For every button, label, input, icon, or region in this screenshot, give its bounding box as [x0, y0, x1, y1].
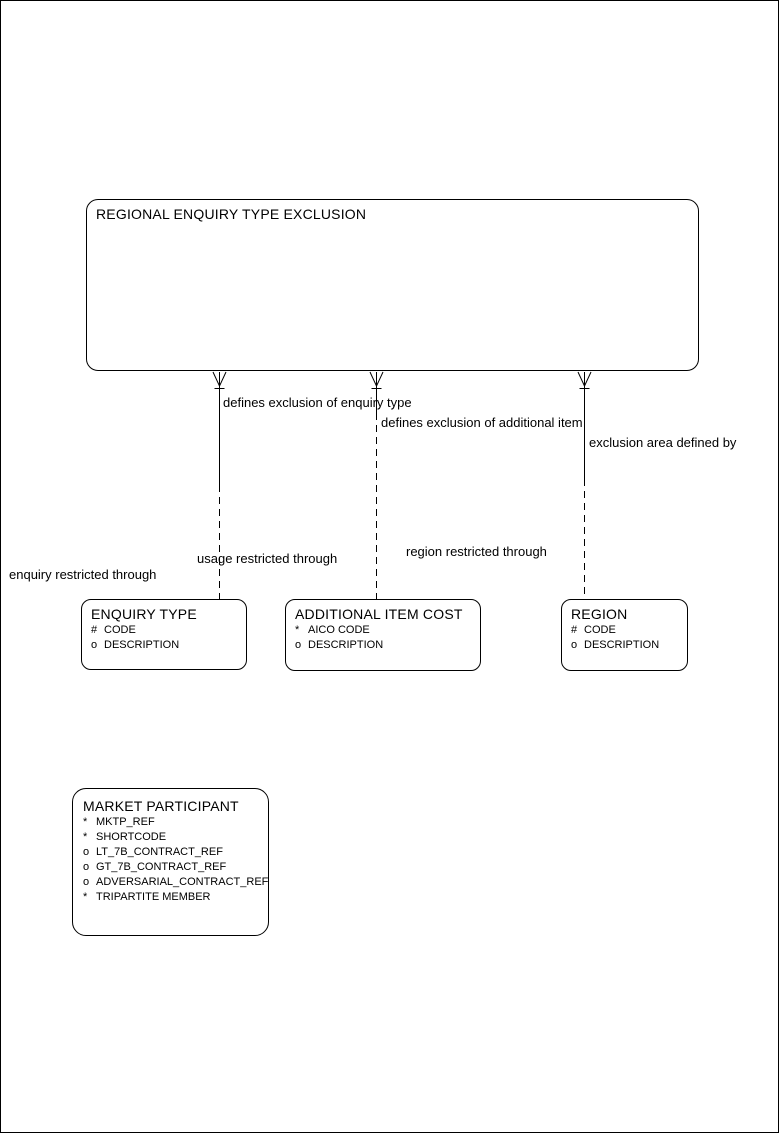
attribute-row: * SHORTCODE — [83, 830, 268, 845]
attribute-list: # CODE o DESCRIPTION — [82, 623, 246, 653]
entity-title: REGIONAL ENQUIRY TYPE EXCLUSION — [96, 206, 367, 222]
relationship-label-region-restricted-through: region restricted through — [406, 544, 547, 559]
entity-title: ADDITIONAL ITEM COST — [295, 606, 463, 622]
attribute-marker: * — [83, 891, 88, 903]
relationship-label-exclusion-area-defined-by: exclusion area defined by — [589, 435, 737, 450]
attribute-marker: * — [83, 831, 88, 843]
attribute-row: # CODE — [571, 623, 687, 638]
attribute-name: SHORTCODE — [96, 831, 167, 843]
attribute-marker: o — [571, 639, 578, 651]
entity-region: REGION # CODE o DESCRIPTION — [561, 599, 688, 671]
attribute-name: GT_7B_CONTRACT_REF — [96, 861, 227, 873]
entity-title: MARKET PARTICIPANT — [83, 798, 239, 814]
attribute-row: o LT_7B_CONTRACT_REF — [83, 845, 268, 860]
attribute-marker: o — [83, 876, 90, 888]
connector-enquiry-type — [212, 371, 227, 599]
relationship-label-enquiry-restricted-through: enquiry restricted through — [9, 567, 157, 582]
attribute-row: # CODE — [91, 623, 246, 638]
attribute-row: * TRIPARTITE MEMBER — [83, 890, 268, 905]
attribute-row: * AICO CODE — [295, 623, 480, 638]
attribute-row: o GT_7B_CONTRACT_REF — [83, 860, 268, 875]
entity-market-participant: MARKET PARTICIPANT * MKTP_REF * SHORTCODE … — [72, 788, 269, 936]
attribute-marker: o — [83, 861, 90, 873]
attribute-list: * MKTP_REF * SHORTCODE o LT_7B_CONTRACT_REF… — [73, 815, 268, 905]
crow-foot-icon — [369, 371, 384, 387]
attribute-name: DESCRIPTION — [104, 639, 180, 651]
attribute-name: LT_7B_CONTRACT_REF — [96, 846, 223, 858]
attribute-marker: # — [91, 624, 98, 636]
attribute-marker: o — [83, 846, 90, 858]
attribute-row: o ADVERSARIAL_CONTRACT_REF — [83, 875, 268, 890]
attribute-row: o DESCRIPTION — [295, 638, 480, 653]
attribute-name: TRIPARTITE MEMBER — [96, 891, 211, 903]
attribute-marker: o — [91, 639, 98, 651]
attribute-marker: * — [295, 624, 300, 636]
entity-regional-enquiry-type-exclusion: REGIONAL ENQUIRY TYPE EXCLUSION — [86, 199, 699, 371]
attribute-row: o DESCRIPTION — [91, 638, 246, 653]
crow-foot-icon — [212, 371, 227, 387]
connector-additional-item-cost — [369, 371, 384, 599]
entity-enquiry-type: ENQUIRY TYPE # CODE o DESCRIPTION — [81, 599, 247, 670]
attribute-name: AICO CODE — [308, 624, 370, 636]
attribute-row: o DESCRIPTION — [571, 638, 687, 653]
attribute-list: * AICO CODE o DESCRIPTION — [286, 623, 480, 653]
attribute-name: ADVERSARIAL_CONTRACT_REF — [96, 876, 269, 888]
attribute-list: # CODE o DESCRIPTION — [562, 623, 687, 653]
entity-title: ENQUIRY TYPE — [91, 606, 197, 622]
connector-region — [577, 371, 592, 599]
attribute-name: CODE — [104, 624, 136, 636]
attribute-name: DESCRIPTION — [308, 639, 384, 651]
attribute-name: CODE — [584, 624, 616, 636]
relationship-label-usage-restricted-through: usage restricted through — [197, 551, 338, 566]
relationship-label-defines-exclusion-of-additional-item: defines exclusion of additional item — [381, 415, 583, 430]
attribute-name: DESCRIPTION — [584, 639, 660, 651]
attribute-marker: # — [571, 624, 578, 636]
crow-foot-icon — [577, 371, 592, 387]
entity-additional-item-cost: ADDITIONAL ITEM COST * AICO CODE o DESCRIP… — [285, 599, 481, 671]
attribute-marker: * — [83, 816, 88, 828]
attribute-row: * MKTP_REF — [83, 815, 268, 830]
attribute-marker: o — [295, 639, 302, 651]
relationship-label-defines-exclusion-of-enquiry-type: defines exclusion of enquiry type — [223, 395, 412, 410]
entity-title: REGION — [571, 606, 628, 622]
attribute-name: MKTP_REF — [96, 816, 155, 828]
